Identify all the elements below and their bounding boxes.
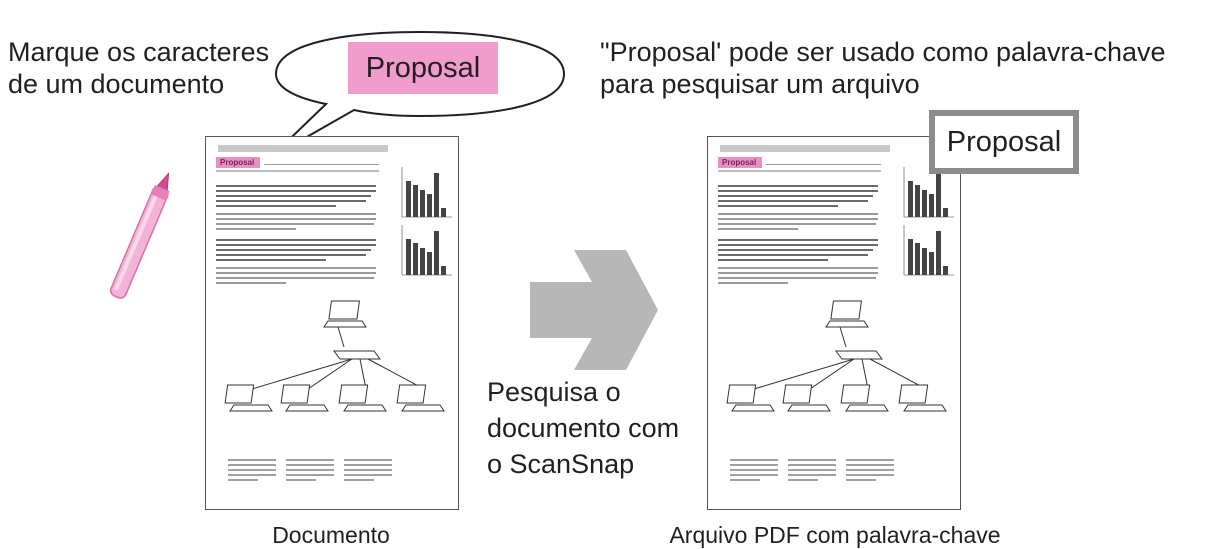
pdf-network-diagram (726, 300, 947, 412)
keyword-line-1: "Proposal' pode ser usado como palavra-c… (600, 37, 1166, 67)
highlighter-pen-icon (109, 171, 170, 299)
search-line-3: o ScanSnap (487, 449, 635, 479)
search-line-1: Pesquisa o (487, 377, 621, 407)
keyword-box-text: Proposal (946, 126, 1062, 158)
instruction-line-2: de um documento (8, 69, 225, 99)
pdf-caption: Arquivo PDF com palavra-chave (669, 522, 1001, 548)
bubble-keyword: Proposal (365, 52, 481, 84)
highlighted-heading: Proposal (216, 157, 260, 168)
speech-bubble (269, 30, 566, 159)
keyword-box: Proposal (929, 110, 1079, 174)
source-document: Proposal (205, 136, 459, 510)
pdf-heading-text: Proposal (722, 158, 757, 167)
keyword-line-2: para pesquisar um arquivo (600, 69, 920, 99)
search-line-2: documento com (487, 413, 680, 443)
source-caption: Documento (272, 522, 390, 548)
instruction-line-1: Marque os caracteres (8, 37, 270, 67)
doc-bar-chart-2 (401, 225, 452, 276)
doc-heading-text: Proposal (220, 158, 255, 167)
instruction-label: Marque os caracteres de um documento (8, 36, 269, 100)
search-description: Pesquisa o documento com o ScanSnap (487, 374, 679, 482)
process-arrow-icon (530, 250, 658, 370)
keyword-explanation: "Proposal' pode ser usado como palavra-c… (600, 36, 1166, 100)
pdf-document: Proposal (707, 136, 961, 510)
doc-header-bar (218, 145, 388, 152)
pdf-bar-chart-2 (903, 225, 954, 276)
doc-bar-chart-1 (401, 167, 452, 218)
pdf-bar-chart-1 (903, 167, 954, 218)
doc-network-diagram (224, 300, 445, 412)
